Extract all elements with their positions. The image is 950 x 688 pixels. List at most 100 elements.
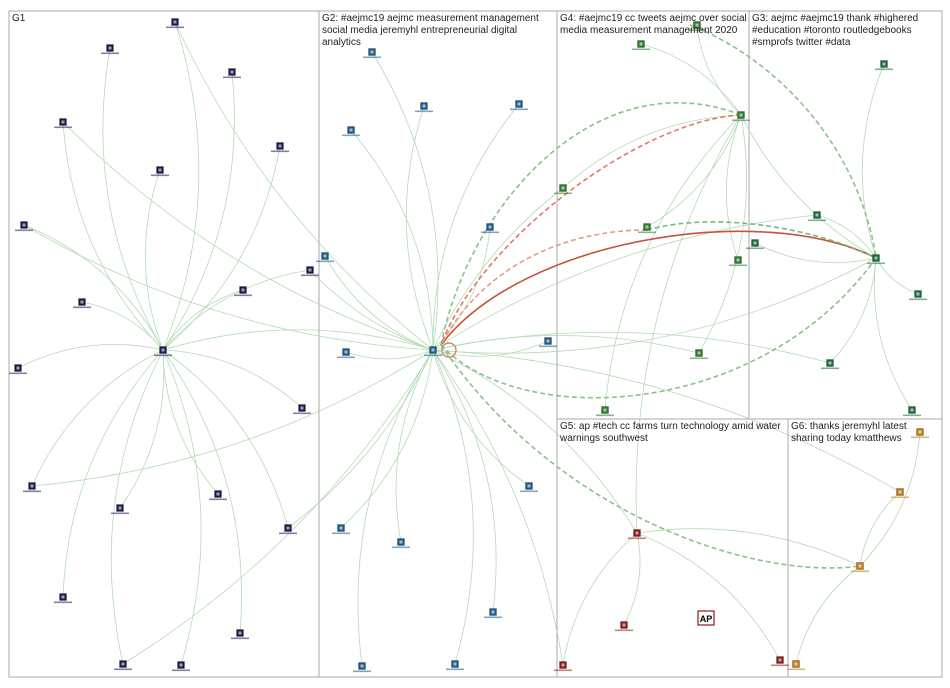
group-title-g2: G2: #aejmc19 aejmc measurement managemen… bbox=[322, 13, 556, 49]
edge bbox=[18, 344, 163, 368]
edge bbox=[433, 350, 473, 664]
node bbox=[363, 49, 381, 59]
node bbox=[101, 45, 119, 55]
edge bbox=[433, 227, 490, 350]
edge bbox=[24, 225, 433, 350]
node bbox=[223, 69, 241, 79]
node bbox=[209, 491, 227, 501]
node bbox=[638, 224, 656, 234]
edge bbox=[63, 122, 433, 350]
group-title-g6: G6: thanks jeremyhl latest sharing today… bbox=[791, 421, 941, 445]
nodes bbox=[9, 19, 929, 673]
ap-node-label: AP bbox=[700, 614, 713, 624]
edge bbox=[32, 350, 433, 486]
node bbox=[484, 609, 502, 619]
node bbox=[903, 407, 921, 417]
node bbox=[729, 257, 747, 267]
node bbox=[114, 661, 132, 671]
node bbox=[271, 143, 289, 153]
edge bbox=[123, 350, 433, 664]
node bbox=[54, 594, 72, 604]
edge bbox=[372, 52, 438, 350]
edge-g4top-g3hub bbox=[690, 25, 876, 258]
node bbox=[172, 662, 190, 672]
node bbox=[151, 167, 169, 177]
node bbox=[909, 291, 927, 301]
edge-jeremyhl-g6 bbox=[441, 345, 860, 568]
node bbox=[15, 222, 33, 232]
node bbox=[732, 112, 750, 122]
node bbox=[596, 407, 614, 417]
edge bbox=[325, 256, 433, 350]
node bbox=[293, 405, 311, 415]
frame-g6 bbox=[788, 419, 942, 677]
edge bbox=[624, 533, 640, 625]
node bbox=[875, 61, 893, 71]
edge-jeremyhl-g3hub bbox=[441, 258, 876, 398]
node bbox=[690, 350, 708, 360]
node bbox=[520, 483, 538, 493]
edge bbox=[163, 290, 243, 350]
node bbox=[23, 483, 41, 493]
group-title-g5: G5: ap #tech cc farms turn technology am… bbox=[560, 421, 786, 445]
node bbox=[415, 103, 433, 113]
edges bbox=[18, 22, 920, 666]
edge bbox=[874, 258, 912, 410]
frame-g5 bbox=[557, 419, 788, 677]
node bbox=[615, 622, 633, 632]
node bbox=[231, 630, 249, 640]
edge bbox=[358, 350, 433, 666]
edge bbox=[755, 243, 876, 263]
edge bbox=[860, 432, 920, 566]
edge bbox=[433, 104, 519, 350]
edge bbox=[699, 115, 747, 353]
edge bbox=[32, 350, 163, 486]
edge bbox=[175, 22, 433, 350]
edge bbox=[63, 350, 163, 597]
edge bbox=[163, 350, 288, 528]
self-loop-jeremyhl bbox=[442, 343, 456, 357]
group-title-g4: G4: #aejmc19 cc tweets aejmc over social… bbox=[560, 13, 748, 37]
edge bbox=[637, 529, 860, 566]
edge bbox=[641, 44, 741, 115]
edge bbox=[163, 350, 242, 633]
edge bbox=[433, 332, 830, 363]
edge bbox=[346, 350, 433, 359]
node bbox=[808, 212, 826, 222]
edge bbox=[120, 350, 164, 508]
node bbox=[510, 101, 528, 111]
edge bbox=[163, 146, 280, 350]
node bbox=[9, 365, 27, 375]
frame-g1 bbox=[9, 11, 319, 677]
edge-jeremyhl-g4top bbox=[441, 103, 741, 345]
edge bbox=[563, 533, 637, 665]
edge bbox=[163, 22, 199, 350]
edge bbox=[63, 122, 163, 350]
edge bbox=[830, 258, 876, 363]
ap-node: AP bbox=[698, 611, 714, 625]
node bbox=[353, 663, 371, 673]
node bbox=[632, 41, 650, 51]
frame-g3 bbox=[749, 11, 942, 419]
edge bbox=[637, 533, 780, 660]
node bbox=[787, 661, 805, 671]
node bbox=[539, 338, 557, 348]
edge bbox=[145, 170, 163, 350]
edge bbox=[796, 566, 860, 664]
edge bbox=[288, 350, 433, 528]
node bbox=[628, 530, 646, 540]
edge bbox=[163, 350, 302, 408]
edge bbox=[433, 350, 496, 612]
node bbox=[446, 661, 464, 671]
node bbox=[771, 657, 789, 667]
node bbox=[54, 119, 72, 129]
edge bbox=[24, 225, 163, 350]
node bbox=[279, 525, 297, 535]
group-frames bbox=[9, 11, 942, 677]
node bbox=[481, 224, 499, 234]
group-title-g3: G3: aejmc #aejmc19 thank #highered #educ… bbox=[752, 13, 940, 49]
node bbox=[332, 525, 350, 535]
edge bbox=[862, 64, 884, 258]
node bbox=[342, 127, 360, 137]
